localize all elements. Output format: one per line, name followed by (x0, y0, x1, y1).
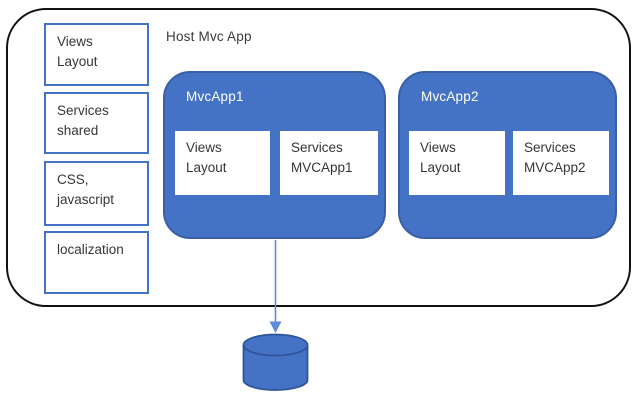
node-mvcapp2: MvcApp2 Views Layout Services MVCApp2 (398, 71, 617, 239)
sidebar-box-localization: localization (44, 231, 149, 294)
mvcapp1-views-layout-box: Views Layout (175, 131, 270, 195)
host-app-title: Host Mvc App (166, 29, 252, 44)
database-cylinder-icon (242, 333, 309, 391)
node-mvcapp1: MvcApp1 Views Layout Services MVCApp1 (163, 71, 386, 239)
mvcapp2-views-layout-box: Views Layout (409, 131, 505, 195)
mvcapp1-title: MvcApp1 (186, 89, 244, 104)
sidebar-box-services-shared: Services shared (44, 92, 149, 154)
mvcapp1-services-box: Services MVCApp1 (280, 131, 378, 195)
mvcapp2-title: MvcApp2 (421, 89, 479, 104)
sidebar-box-css-javascript: CSS, javascript (44, 161, 149, 226)
mvcapp2-services-box: Services MVCApp2 (513, 131, 609, 195)
sidebar-box-views-layout: Views Layout (44, 23, 149, 86)
